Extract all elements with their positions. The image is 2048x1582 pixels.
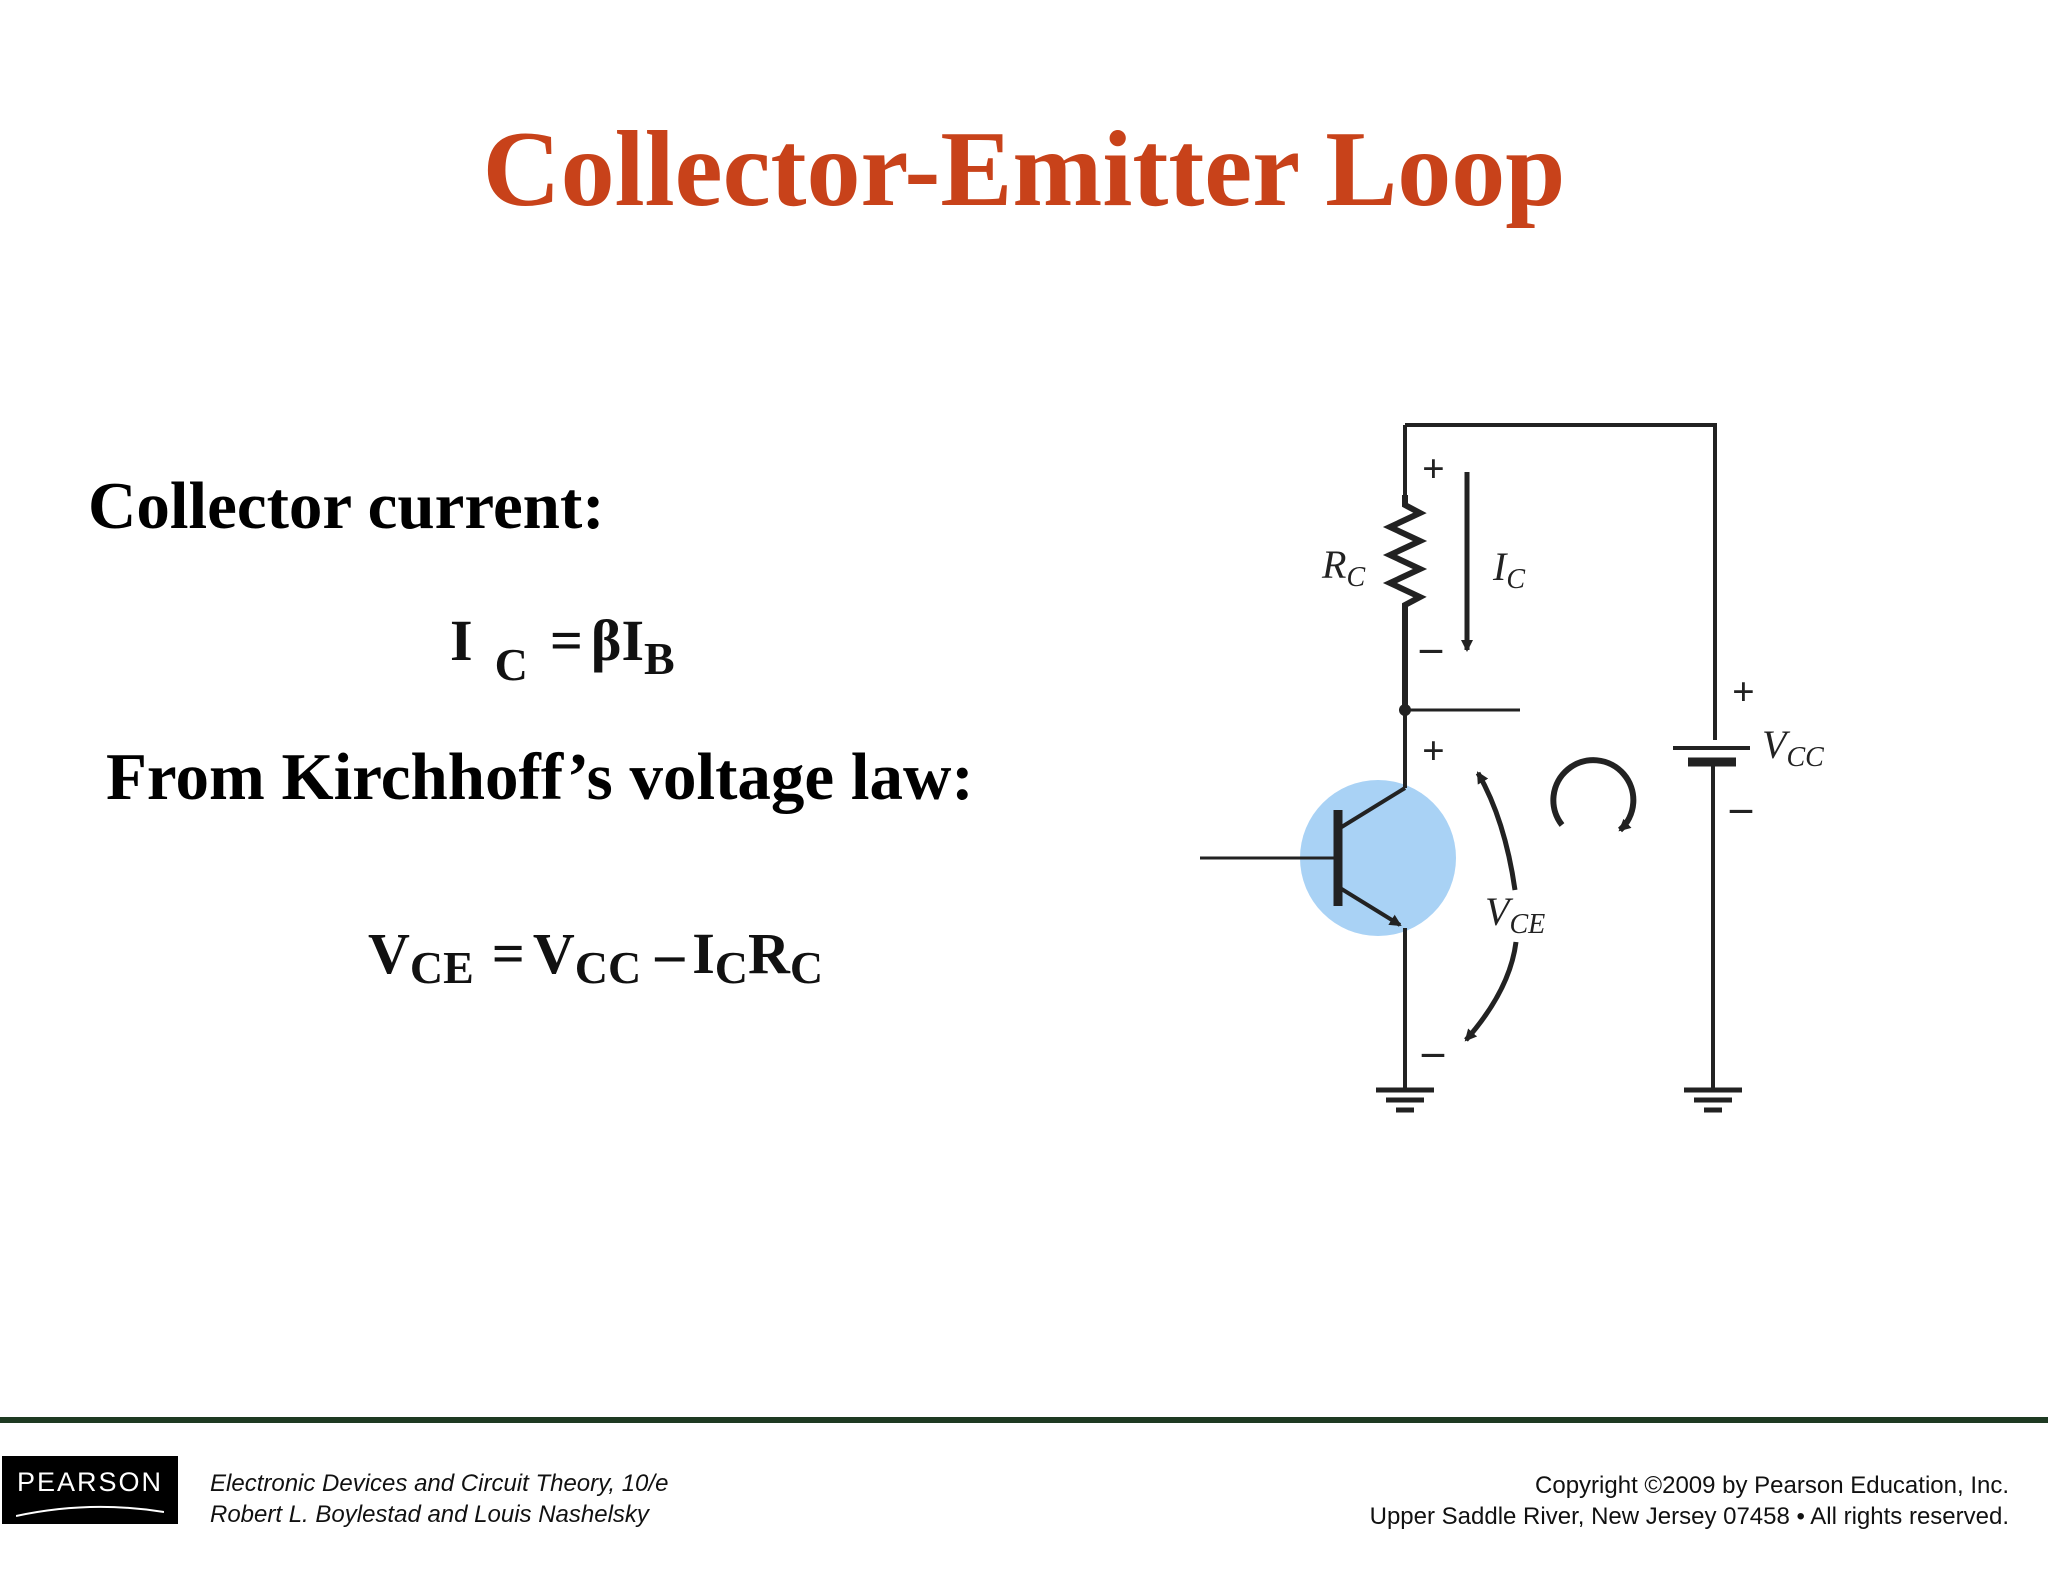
book-title: Electronic Devices and Circuit Theory, 1…	[210, 1470, 669, 1497]
collector-resistor-rc	[1382, 495, 1428, 710]
rc-minus-sign: –	[1419, 623, 1443, 672]
eq2-r: R	[748, 921, 790, 986]
vcc-ground-icon	[1684, 1087, 1742, 1113]
eq2-minus: –	[655, 921, 685, 986]
vce-arrow-down	[1464, 941, 1519, 1042]
eq2-i-sub: C	[714, 942, 749, 993]
eq1-beta: β	[590, 608, 622, 673]
ic-label: IC	[1492, 544, 1525, 595]
npn-transistor	[1200, 710, 1407, 1090]
eq2-v: V	[368, 921, 410, 986]
slide-title: Collector-Emitter Loop	[482, 110, 1566, 229]
emitter-ground-icon	[1376, 1087, 1434, 1113]
eq2-i: I	[692, 921, 715, 986]
copyright-notice: Copyright ©2009 by Pearson Education, In…	[1370, 1470, 2009, 1532]
copyright-line: Copyright ©2009 by Pearson Education, In…	[1535, 1472, 2009, 1499]
vcc-plus-sign: +	[1732, 669, 1755, 714]
eq1-ic: I	[450, 608, 473, 673]
vcc-label: VCC	[1762, 722, 1824, 773]
loop-direction-arrow	[1550, 757, 1637, 833]
rc-label: RC	[1321, 542, 1365, 593]
pearson-swoosh-icon	[16, 1505, 164, 1517]
eq1-equals: =	[549, 608, 583, 673]
vce-plus-sign: +	[1422, 728, 1445, 773]
vcc-battery	[1673, 746, 1750, 1090]
eq2-equals: =	[491, 921, 525, 986]
equation-vce: VCE=VCC–ICRC	[368, 925, 823, 991]
vce-minus-sign: –	[1421, 1027, 1445, 1076]
pearson-logo-text: PEARSON	[16, 1467, 164, 1497]
vce-arrow-up	[1475, 771, 1518, 891]
top-wire	[1403, 423, 1717, 740]
eq2-vcc: V	[532, 921, 575, 986]
rc-plus-sign: +	[1422, 446, 1445, 491]
footer-divider	[0, 1417, 2048, 1423]
book-authors: Robert L. Boylestad and Louis Nashelsky	[210, 1501, 649, 1528]
kirchhoff-heading: From Kirchhoff’s voltage law:	[106, 740, 974, 814]
address-line: Upper Saddle River, New Jersey 07458 • A…	[1369, 1503, 2009, 1530]
vcc-minus-sign: –	[1729, 783, 1753, 832]
eq2-v-sub: CE	[409, 942, 474, 993]
eq1-ic-sub: C	[494, 639, 528, 690]
book-citation: Electronic Devices and Circuit Theory, 1…	[210, 1468, 668, 1530]
eq1-ib: I	[621, 608, 645, 673]
vce-label: VCE	[1485, 889, 1545, 940]
eq2-r-sub: C	[789, 942, 824, 993]
pearson-logo: PEARSON	[2, 1456, 178, 1524]
eq1-ib-sub: B	[644, 633, 675, 684]
collector-emitter-circuit: + – RC IC + – VCE + – VCC	[1200, 423, 1824, 1113]
collector-current-heading: Collector current:	[88, 469, 605, 543]
eq2-vcc-sub: CC	[574, 942, 642, 993]
